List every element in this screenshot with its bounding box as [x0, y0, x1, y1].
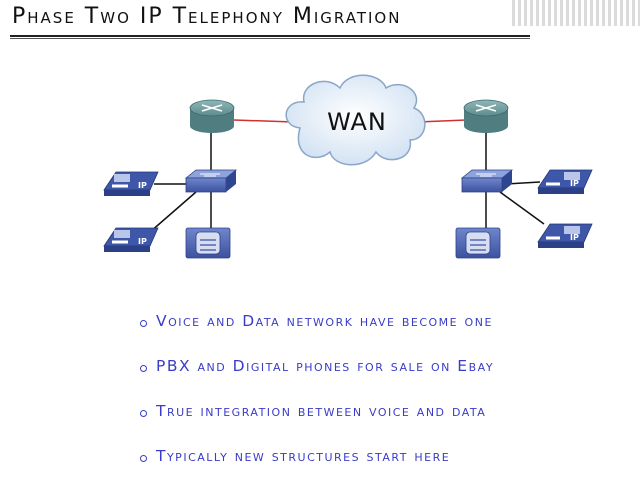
wan-link-right — [417, 119, 467, 123]
left-ip-phone-2-icon: IP — [103, 227, 159, 252]
right-ip-phone-1-icon: IP — [537, 169, 593, 194]
right-router-icon — [463, 99, 509, 133]
left-switch-phone2-link — [149, 191, 197, 233]
bullet-dot-icon — [140, 455, 147, 462]
left-switch-icon — [184, 169, 238, 193]
left-call-server-icon — [185, 227, 231, 259]
right-call-server-icon — [455, 227, 501, 259]
right-switch-icon — [460, 169, 514, 193]
phone-ip-label: IP — [570, 233, 579, 242]
bullet-dot-icon — [140, 365, 147, 372]
right-ip-phone-2-icon: IP — [537, 223, 593, 248]
bullet-list: Voice and Data network have become one P… — [140, 312, 630, 492]
page-title: Phase Two IP Telephony Migration — [12, 4, 402, 29]
bullet-text: Typically new structures start here — [156, 447, 451, 465]
bullet-item: PBX and Digital phones for sale on Ebay — [140, 357, 630, 402]
right-switch-phone2-link — [499, 191, 545, 225]
phone-ip-label: IP — [138, 237, 147, 246]
title-underline-shadow — [10, 38, 530, 39]
bullet-item: True integration between voice and data — [140, 402, 630, 447]
corner-decoration — [512, 0, 640, 26]
title-underline — [10, 35, 530, 37]
wan-cloud: WAN — [285, 74, 426, 166]
bullet-dot-icon — [140, 320, 147, 327]
bullet-item: Typically new structures start here — [140, 447, 630, 492]
bullet-item: Voice and Data network have become one — [140, 312, 630, 357]
bullet-text: True integration between voice and data — [156, 402, 487, 420]
slide: Phase Two IP Telephony Migration — [10, 0, 640, 465]
wan-link-left — [233, 119, 295, 123]
left-router-icon — [189, 99, 235, 133]
bullet-dot-icon — [140, 410, 147, 417]
wan-label: WAN — [327, 108, 387, 136]
phone-ip-label: IP — [138, 181, 147, 190]
network-diagram: WAN — [103, 74, 593, 259]
bullet-text: Voice and Data network have become one — [156, 312, 493, 330]
left-ip-phone-1-icon: IP — [103, 171, 159, 196]
bullet-text: PBX and Digital phones for sale on Ebay — [156, 357, 495, 375]
phone-ip-label: IP — [570, 179, 579, 188]
